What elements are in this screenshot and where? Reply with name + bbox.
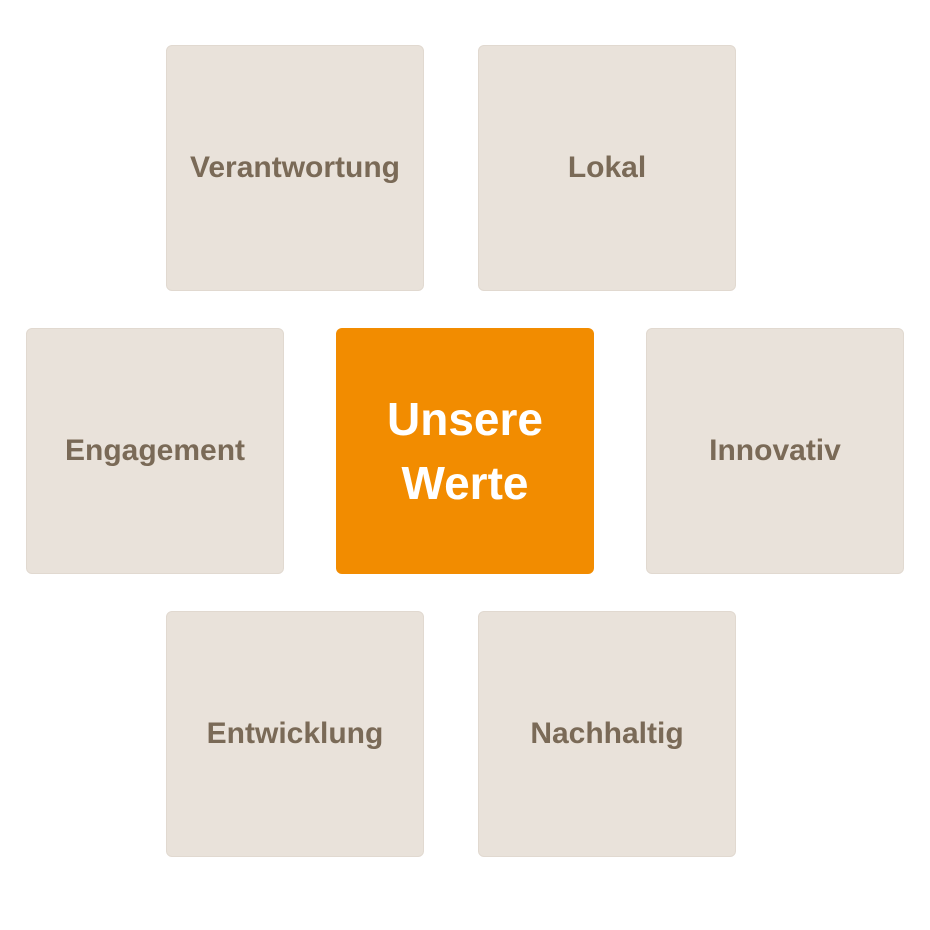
value-tile-nachhaltig: Nachhaltig xyxy=(478,611,736,857)
value-tile-engagement: Engagement xyxy=(26,328,284,574)
value-label: Verantwortung xyxy=(189,151,400,184)
value-tile-innovativ: Innovativ xyxy=(646,328,904,574)
center-title-line-2: Werte xyxy=(401,457,529,509)
value-label: Nachhaltig xyxy=(530,717,684,750)
value-label: Engagement xyxy=(64,434,246,467)
value-tile-entwicklung: Entwicklung xyxy=(166,611,424,857)
center-title-line-1: Unsere xyxy=(387,393,543,445)
value-label: Entwicklung xyxy=(206,717,384,750)
value-tile-verantwortung: Verantwortung xyxy=(166,45,424,291)
value-label: Lokal xyxy=(567,151,647,184)
value-label: Innovativ xyxy=(709,434,841,467)
center-tile: Unsere Werte xyxy=(336,328,594,574)
value-tile-lokal: Lokal xyxy=(478,45,736,291)
